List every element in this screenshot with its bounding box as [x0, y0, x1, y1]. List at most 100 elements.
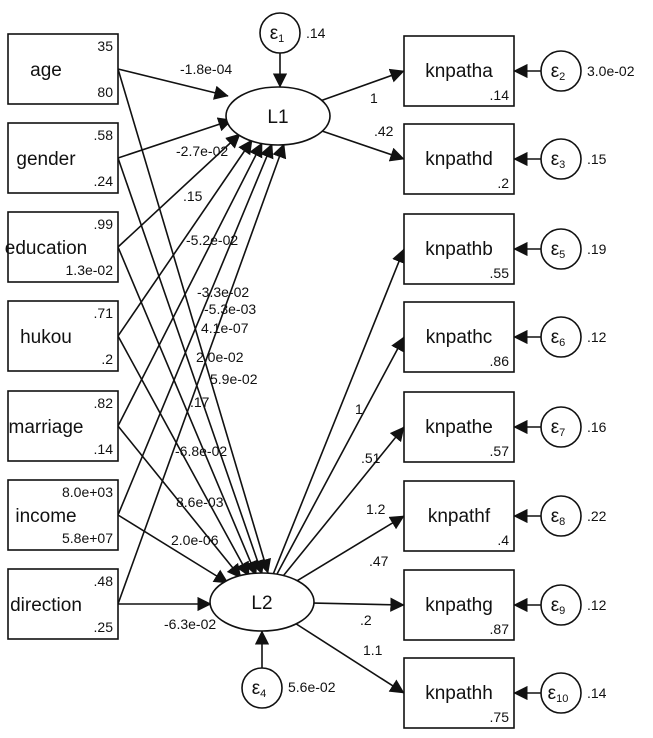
loading-knpathb: 1: [355, 401, 363, 417]
error-knpatha-index: 2: [559, 71, 565, 83]
path-l2-to-knpathc: [276, 336, 405, 575]
loading-knpathd: .42: [374, 123, 394, 139]
mean-age: 35: [97, 38, 113, 54]
coef-marriage-l2: 8.6e-03: [176, 494, 224, 510]
error-variance-knpathf: .22: [587, 508, 607, 524]
variance-hukou: .2: [101, 351, 113, 367]
error-knpathe-symbol: ε7: [551, 417, 566, 439]
path-hukou-to-l2: [117, 335, 250, 577]
box-knpathd: [403, 123, 515, 195]
box-knpathg: [403, 569, 515, 641]
error-knpathg-symbol: ε9: [551, 595, 566, 617]
box-income: [7, 479, 119, 551]
labels-layer: -1.8e-04-2.7e-02.15-5.2e-02-3.3e-02-5.3e…: [5, 23, 635, 725]
mean-direction: .48: [94, 573, 114, 589]
error-knpathb-symbol: ε5: [551, 239, 566, 261]
coef-marriage-l1: -3.3e-02: [197, 284, 249, 300]
label-knpathg: knpathg: [425, 595, 493, 616]
error-knpathb-epsilon: ε: [551, 239, 560, 260]
error-knpathc-epsilon: ε: [551, 327, 560, 348]
intercept-knpathf: .4: [497, 532, 509, 548]
error-l2-index: 4: [260, 688, 266, 700]
path-education-to-l1: [117, 133, 241, 248]
error-variance-l1: .14: [306, 25, 326, 41]
error-knpathh-symbol: ε10: [548, 683, 569, 705]
error-knpathb: [540, 228, 582, 270]
mean-hukou: .71: [94, 305, 114, 321]
error-variance-knpathh: .14: [587, 685, 607, 701]
error-knpathg: [540, 584, 582, 626]
error-knpathd: [540, 138, 582, 180]
coef-education-l2: .17: [190, 394, 210, 410]
error-knpathe: [540, 406, 582, 448]
box-knpathc: [403, 301, 515, 373]
box-knpathf: [403, 480, 515, 552]
coef-direction-l1: 4.1e-07: [201, 320, 249, 336]
variance-age: 80: [97, 84, 113, 100]
box-direction: [7, 568, 119, 640]
error-variance-knpathb: .19: [587, 241, 607, 257]
path-l2-to-knpathh: [295, 623, 405, 694]
latent-l2: [209, 572, 315, 632]
label-education: education: [5, 238, 87, 259]
loading-knpathg: .2: [360, 612, 372, 628]
coef-education-l1: .15: [183, 188, 203, 204]
error-l1-symbol: ε1: [270, 23, 285, 45]
loading-knpathe: 1.2: [366, 501, 386, 517]
latent-label-l2: L2: [251, 593, 272, 614]
error-knpathf-index: 8: [559, 516, 565, 528]
path-l2-to-knpathb: [272, 248, 406, 575]
mean-education: .99: [94, 216, 114, 232]
error-knpathc-index: 6: [559, 337, 565, 349]
intercept-knpatha: .14: [490, 87, 510, 103]
path-gender-to-l1: [117, 117, 233, 159]
error-knpathf: [540, 495, 582, 537]
box-knpathb: [403, 213, 515, 285]
intercept-knpathh: .75: [490, 709, 510, 725]
intercept-knpathd: .2: [497, 175, 509, 191]
error-knpathc-symbol: ε6: [551, 327, 566, 349]
path-l2-to-knpathg: [313, 597, 405, 612]
box-education: [7, 211, 119, 283]
variance-gender: .24: [94, 173, 114, 189]
path-l2-to-knpathe: [282, 426, 405, 577]
box-hukou: [7, 300, 119, 372]
intercept-knpathc: .86: [490, 353, 510, 369]
label-knpathc: knpathc: [426, 327, 493, 348]
label-direction: direction: [10, 595, 82, 616]
error-knpathe-index: 7: [559, 427, 565, 439]
loading-knpatha: 1: [370, 90, 378, 106]
intercept-knpathe: .57: [490, 443, 510, 459]
loading-knpathh: 1.1: [363, 642, 383, 658]
error-variance-l2: 5.6e-02: [288, 679, 336, 695]
path-income-to-l2: [117, 514, 229, 584]
label-knpathd: knpathd: [425, 149, 493, 170]
label-hukou: hukou: [20, 327, 72, 348]
coef-gender-l2: 5.9e-02: [210, 371, 258, 387]
error-variance-knpathc: .12: [587, 329, 607, 345]
error-knpathe-epsilon: ε: [551, 417, 560, 438]
box-age: [7, 33, 119, 105]
intercept-knpathb: .55: [490, 265, 510, 281]
error-knpathd-symbol: ε3: [551, 149, 566, 171]
coef-gender-l1: -2.7e-02: [176, 143, 228, 159]
variance-direction: .25: [94, 619, 114, 635]
error-knpathf-symbol: ε8: [551, 506, 566, 528]
path-marriage-to-l2: [117, 425, 242, 579]
latent-label-l1: L1: [267, 107, 288, 128]
error-variance-knpathg: .12: [587, 597, 607, 613]
error-knpathf-epsilon: ε: [551, 506, 560, 527]
error-l1: [259, 12, 301, 54]
coef-income-l2: 2.0e-06: [171, 532, 219, 548]
error-knpathh-index: 10: [556, 693, 568, 705]
label-knpathe: knpathe: [425, 417, 493, 438]
mean-marriage: .82: [94, 395, 114, 411]
path-age-to-l2: [117, 68, 271, 574]
variance-income: 5.8e+07: [62, 530, 113, 546]
error-variance-knpathe: .16: [587, 419, 607, 435]
error-knpathg-epsilon: ε: [551, 595, 560, 616]
variance-education: 1.3e-02: [66, 262, 114, 278]
paths-layer: [117, 53, 541, 701]
error-l1-epsilon: ε: [270, 23, 279, 44]
